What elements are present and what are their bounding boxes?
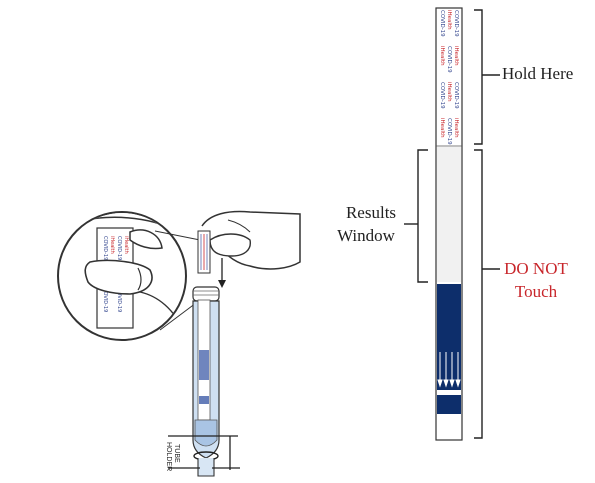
svg-text:iHealth: iHealth bbox=[453, 118, 459, 138]
touch-label-line2: Touch bbox=[514, 282, 558, 301]
svg-text:COVID-19: COVID-19 bbox=[439, 10, 445, 37]
results-window-bracket bbox=[417, 149, 428, 283]
svg-text:COVID-19: COVID-19 bbox=[102, 236, 108, 260]
magnified-view-circle: COVID-19 iHealth COVID-19 iHealth COVID-… bbox=[57, 211, 187, 341]
dip-arrows bbox=[437, 352, 461, 388]
insert-arrow bbox=[218, 258, 226, 288]
svg-text:COVID-19: COVID-19 bbox=[116, 288, 122, 312]
tube-rim bbox=[192, 286, 220, 302]
svg-text:HOLDER: HOLDER bbox=[165, 442, 172, 471]
magnifier-connector-top bbox=[154, 230, 201, 241]
results-label-line1: Results bbox=[345, 203, 397, 222]
svg-text:COVID-19: COVID-19 bbox=[102, 288, 108, 312]
svg-text:TUBE: TUBE bbox=[173, 444, 180, 463]
test-strip: COVID-19 iHealth COVID-19 iHealth COVID-… bbox=[435, 7, 463, 441]
results-window-area bbox=[437, 147, 461, 282]
svg-text:COVID-19: COVID-19 bbox=[446, 46, 452, 73]
test-tube bbox=[192, 286, 220, 477]
magnified-thumb bbox=[84, 259, 153, 295]
svg-text:COVID-19: COVID-19 bbox=[446, 118, 452, 145]
strip-print-area: COVID-19 iHealth COVID-19 iHealth COVID-… bbox=[439, 10, 459, 145]
svg-text:iHealth: iHealth bbox=[446, 82, 452, 102]
svg-text:iHealth: iHealth bbox=[446, 10, 452, 30]
do-not-label-line1: DO NOT bbox=[504, 259, 568, 278]
strip-being-inserted bbox=[197, 230, 211, 274]
hold-here-bracket bbox=[474, 9, 483, 145]
max-fill-line bbox=[437, 390, 461, 395]
svg-text:COVID-19: COVID-19 bbox=[116, 236, 122, 260]
svg-text:iHealth: iHealth bbox=[123, 236, 129, 254]
svg-text:iHealth: iHealth bbox=[453, 46, 459, 66]
svg-text:COVID-19: COVID-19 bbox=[453, 10, 459, 37]
svg-text:iHealth: iHealth bbox=[439, 118, 445, 138]
window-label-line2: Window bbox=[337, 226, 395, 245]
svg-text:COVID-19: COVID-19 bbox=[453, 82, 459, 109]
magnified-strip-print: COVID-19 iHealth COVID-19 iHealth COVID-… bbox=[102, 236, 129, 312]
hold-here-label: Hold Here bbox=[502, 64, 574, 83]
svg-text:iHealth: iHealth bbox=[439, 46, 445, 66]
do-not-touch-bracket bbox=[474, 149, 483, 439]
tube-holder-label: TUBE HOLDER bbox=[165, 442, 180, 471]
svg-text:iHealth: iHealth bbox=[109, 236, 115, 254]
tube-holder bbox=[168, 435, 240, 470]
svg-text:COVID-19: COVID-19 bbox=[439, 82, 445, 109]
hand-illustration bbox=[201, 210, 301, 270]
